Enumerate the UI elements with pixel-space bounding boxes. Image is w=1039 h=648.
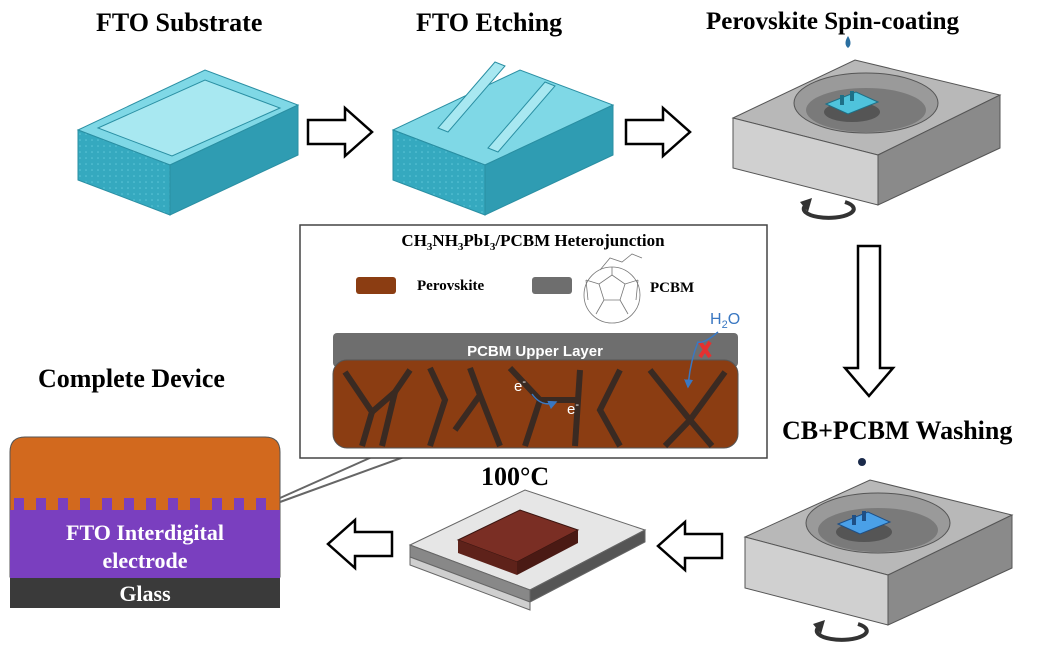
legend-pcbm-label: PCBM (650, 280, 694, 296)
water-label: H2O (710, 311, 740, 331)
water-arrow (684, 331, 719, 389)
device-fto-line2: electrode (102, 548, 187, 573)
arrow-down (842, 244, 896, 398)
pcbm-upper-layer (333, 333, 738, 367)
arrow-left-2 (326, 517, 394, 571)
zoom-line-bottom (279, 456, 405, 503)
fullerene-icon (583, 253, 643, 324)
electron-label-2: e- (567, 399, 579, 418)
step-cb-pcbm-washing: CB+PCBM Washing (782, 416, 1013, 445)
arrow-right-1 (306, 105, 374, 159)
device-fto-line1: FTO Interdigital (66, 520, 224, 545)
grain-boundaries (342, 365, 728, 449)
step-perovskite-spin: Perovskite Spin-coating (706, 8, 960, 35)
electron-label-1: e- (514, 376, 526, 395)
pcbm-upper-layer-label: PCBM Upper Layer (467, 343, 603, 360)
hot-plate (408, 489, 647, 611)
legend-pcbm-swatch (532, 277, 572, 294)
arrow-left-1 (656, 519, 724, 573)
step-anneal-temp: 100°C (481, 462, 550, 491)
arrow-right-2 (624, 105, 692, 159)
device-glass-label: Glass (119, 581, 171, 606)
electron-arrow (531, 393, 558, 410)
zoom-line-top (279, 456, 373, 499)
legend-perovskite-label: Perovskite (417, 278, 485, 294)
spin-coater-top (731, 36, 1002, 220)
spin-coater-bottom (743, 458, 1014, 642)
step-fto-substrate: FTO Substrate (96, 8, 263, 37)
legend-perovskite-swatch (356, 277, 396, 294)
step-fto-etching: FTO Etching (416, 8, 563, 37)
fto-substrate-block (76, 69, 300, 216)
heterojunction-inset (299, 224, 768, 459)
device-cross-section (9, 436, 281, 608)
inset-title: CH3NH3PbI3/PCBM Heterojunction (401, 231, 665, 253)
fto-etched-block (391, 61, 615, 216)
step-complete-device: Complete Device (38, 364, 225, 393)
